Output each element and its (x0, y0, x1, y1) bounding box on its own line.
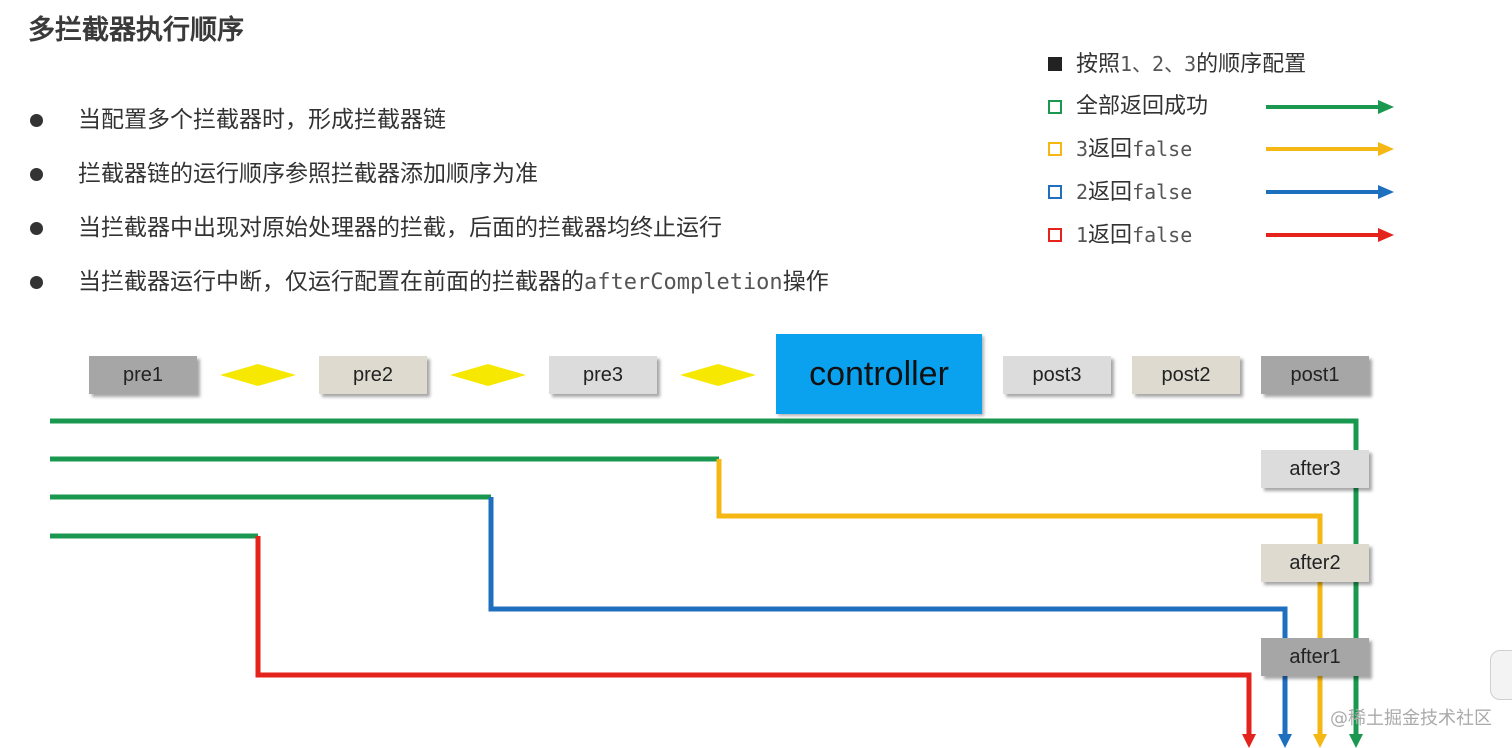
bullet-item: 拦截器链的运行顺序参照拦截器添加顺序为准 (30, 154, 829, 208)
bullet-dot-icon (30, 276, 43, 289)
pre1-box: pre1 (89, 356, 197, 394)
legend-order-prefix: 按照 (1076, 52, 1121, 77)
post2-box: post2 (1132, 356, 1240, 394)
bullet-text-pre: 当拦截器运行中断，仅运行配置在前面的拦截器的 (78, 269, 584, 295)
after1-box: after1 (1261, 638, 1369, 676)
legend-num: 1 (1076, 222, 1089, 247)
blue-arrow-head (1278, 734, 1292, 748)
blue-square-icon (1048, 185, 1062, 200)
after2-box: after2 (1261, 544, 1369, 582)
pre2-box: pre2 (319, 356, 427, 394)
yellow-square-icon (1048, 142, 1062, 157)
bullet-text: 当拦截器中出现对原始处理器的拦截，后面的拦截器均终止运行 (78, 215, 722, 241)
yellow-flow-line (716, 459, 1323, 738)
legend-num: 3 (1076, 137, 1089, 162)
post1-box: post1 (1261, 356, 1369, 394)
red-square-icon (1048, 227, 1062, 242)
legend-order-suffix: 的顺序配置 (1196, 52, 1307, 77)
watermark: @稀土掘金技术社区 (1330, 708, 1492, 729)
legend-code: false (1132, 137, 1193, 162)
blue-arrow-icon (1266, 185, 1394, 200)
bullet-text: 当配置多个拦截器时，形成拦截器链 (78, 107, 446, 133)
legend-label: 返回 (1088, 180, 1133, 206)
diamond-connector (680, 364, 756, 386)
red-flow-line (255, 536, 1252, 738)
bullet-item: 当拦截器中出现对原始处理器的拦截，后面的拦截器均终止运行 (30, 208, 829, 262)
side-panel-handle[interactable] (1490, 650, 1512, 700)
filled-square-icon (1048, 57, 1062, 71)
bullet-text: 拦截器链的运行顺序参照拦截器添加顺序为准 (78, 161, 538, 187)
legend-order-nums: 1、2、3 (1120, 52, 1197, 76)
bullet-text-post: 操作 (782, 269, 829, 295)
legend-label: 全部返回成功 (1076, 93, 1209, 119)
green-arrow-head (1349, 734, 1363, 748)
legend-code: false (1132, 222, 1193, 247)
bullet-item: 当拦截器运行中断，仅运行配置在前面的拦截器的afterCompletion操作 (30, 262, 829, 316)
legend-label: 返回 (1088, 222, 1133, 248)
bullet-dot-icon (30, 222, 43, 235)
red-arrow-icon (1266, 227, 1394, 242)
post3-box: post3 (1003, 356, 1111, 394)
page-title: 多拦截器执行顺序 (28, 15, 244, 46)
green-arrow-icon (1266, 99, 1394, 114)
controller-box: controller (776, 334, 982, 414)
green-flow-line (50, 418, 1359, 738)
green-square-icon (1048, 99, 1062, 114)
legend-code: false (1132, 180, 1193, 205)
bullet-code: afterCompletion (584, 270, 783, 295)
bullet-list: 当配置多个拦截器时，形成拦截器链 拦截器链的运行顺序参照拦截器添加顺序为准 当拦… (30, 100, 829, 316)
yellow-arrow-head (1313, 734, 1327, 748)
diamond-connector (450, 364, 526, 386)
bullet-item: 当配置多个拦截器时，形成拦截器链 (30, 100, 829, 154)
after3-box: after3 (1261, 450, 1369, 488)
legend-num: 2 (1076, 180, 1089, 205)
bullet-dot-icon (30, 114, 43, 127)
diamond-connector (220, 364, 296, 386)
bullet-dot-icon (30, 168, 43, 181)
pre3-box: pre3 (549, 356, 657, 394)
blue-flow-line (488, 497, 1288, 738)
legend-label: 返回 (1088, 137, 1133, 163)
red-arrow-head (1242, 734, 1256, 748)
yellow-arrow-icon (1266, 142, 1394, 157)
